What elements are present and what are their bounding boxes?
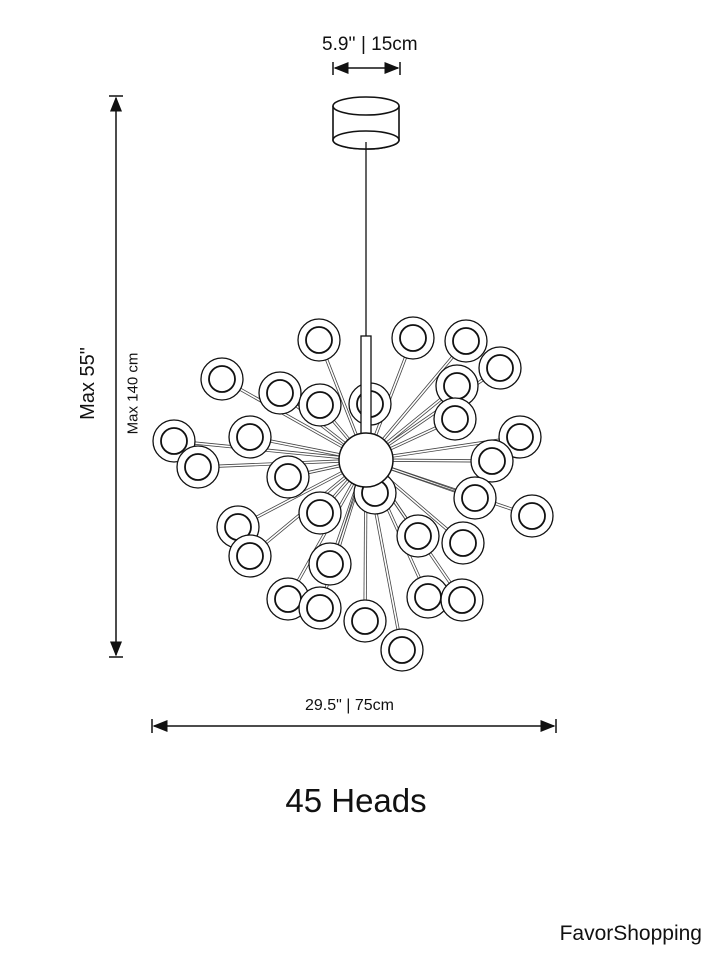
light-head	[433, 397, 477, 441]
max-height-inches-label: Max 55"	[76, 347, 99, 420]
light-head	[510, 494, 554, 538]
canopy-width-label: 5.9'' | 15cm	[322, 34, 418, 55]
light-head	[478, 346, 522, 390]
light-head	[343, 599, 387, 643]
max-height-cm-label: Max 140 cm	[124, 352, 142, 435]
hub	[338, 432, 394, 488]
light-head	[298, 491, 342, 535]
light-head	[298, 586, 342, 630]
light-head	[228, 534, 272, 578]
light-head	[297, 318, 341, 362]
overall-width-label: 29.5" | 75cm	[305, 697, 394, 714]
light-head	[396, 514, 440, 558]
light-head	[498, 415, 542, 459]
light-head	[470, 439, 514, 483]
branch	[174, 439, 367, 460]
light-head	[380, 628, 424, 672]
light-head	[453, 476, 497, 520]
brand-watermark: FavorShopping	[559, 922, 702, 945]
height-dimension-line	[109, 95, 123, 658]
branch	[366, 458, 533, 516]
light-head	[176, 445, 220, 489]
light-head	[308, 542, 352, 586]
light-heads	[152, 316, 554, 672]
light-head	[440, 578, 484, 622]
branch	[173, 441, 366, 462]
heads-count-caption: 45 Heads	[285, 782, 427, 819]
light-head	[200, 357, 244, 401]
light-head	[444, 319, 488, 363]
canopy	[332, 96, 400, 150]
light-head	[391, 316, 435, 360]
light-head	[266, 455, 310, 499]
light-head	[258, 371, 302, 415]
branch	[365, 460, 532, 518]
stem	[360, 335, 372, 437]
light-head	[228, 415, 272, 459]
canopy-width-dimension-line	[332, 62, 401, 75]
light-head	[441, 521, 485, 565]
light-head	[298, 383, 342, 427]
width-dimension-line	[151, 719, 557, 733]
